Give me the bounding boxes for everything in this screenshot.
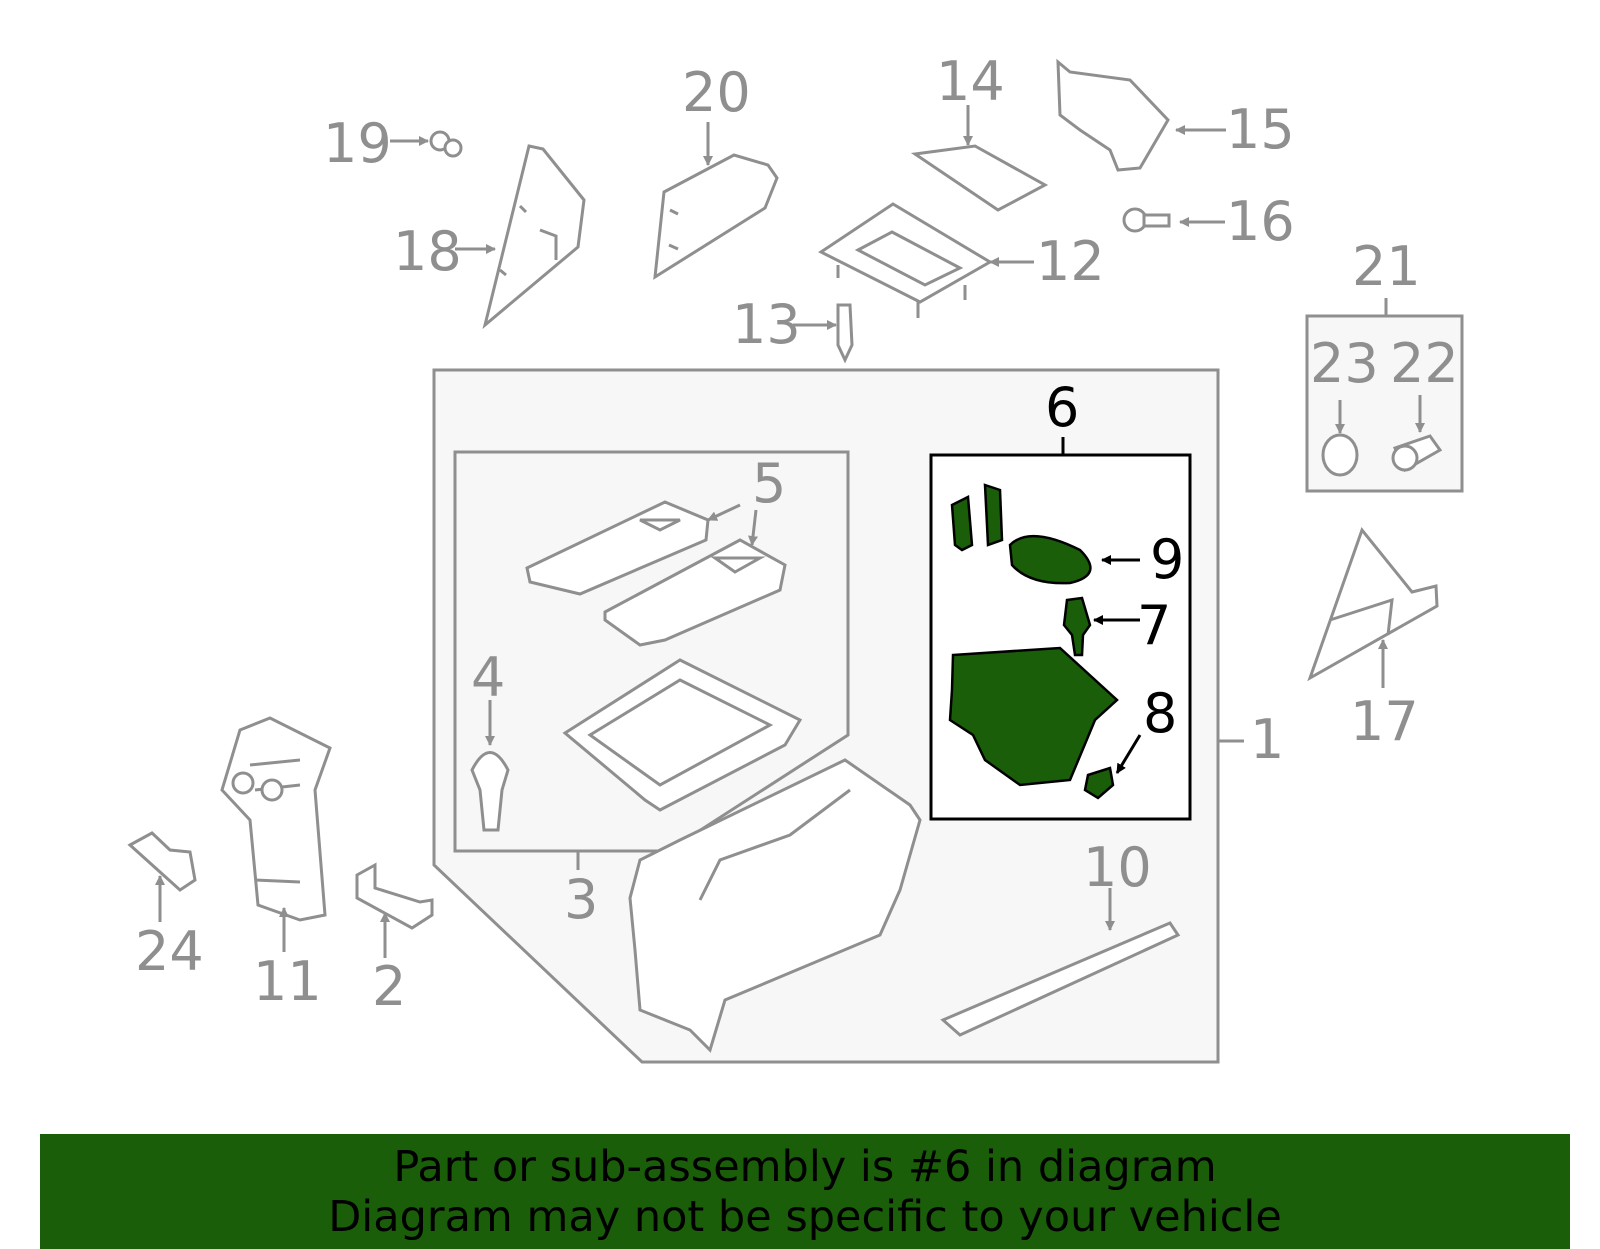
part-20-panel	[653, 153, 779, 280]
callout-5: 5	[752, 452, 786, 515]
part-24-clip	[127, 831, 197, 892]
part-15-bracket	[1056, 58, 1170, 172]
callout-3: 3	[564, 868, 598, 931]
part-7-knob	[1062, 596, 1092, 657]
part-18-panel	[482, 144, 586, 330]
part-2-bracket	[355, 862, 434, 930]
part-23-cap	[1321, 433, 1359, 477]
part-22-socket	[1391, 434, 1443, 473]
callout-17: 17	[1350, 690, 1419, 753]
banner-line-2: Diagram may not be specific to your vehi…	[328, 1191, 1282, 1242]
callout-10: 10	[1083, 836, 1152, 899]
callout-14: 14	[936, 50, 1005, 113]
part-3-frame	[562, 658, 803, 812]
callout-1: 1	[1250, 708, 1284, 771]
callout-11: 11	[253, 950, 322, 1013]
part-4-knob	[470, 751, 510, 832]
callout-13: 13	[732, 293, 801, 356]
part-9-mat	[1008, 534, 1092, 585]
callout-7: 7	[1137, 594, 1171, 657]
part-5-lids	[525, 500, 787, 647]
callout-6: 6	[1045, 376, 1079, 439]
callout-23: 23	[1310, 332, 1379, 395]
part-14-lid	[910, 144, 1049, 212]
part-17-panel	[1307, 526, 1439, 682]
part-13-pin	[836, 303, 854, 364]
part-16-bolt	[1122, 207, 1171, 233]
callout-12: 12	[1036, 230, 1105, 293]
callout-21: 21	[1352, 235, 1421, 298]
part-19-clip	[429, 130, 463, 158]
callout-19: 19	[323, 112, 392, 175]
callout-22: 22	[1390, 332, 1459, 395]
callout-4: 4	[471, 646, 505, 709]
callout-20: 20	[682, 61, 751, 124]
callout-8: 8	[1143, 682, 1177, 745]
callout-2: 2	[372, 955, 406, 1018]
info-banner: Part or sub-assembly is #6 in diagram Di…	[40, 1134, 1570, 1249]
banner-line-1: Part or sub-assembly is #6 in diagram	[393, 1141, 1217, 1192]
part-10-trim	[940, 921, 1181, 1037]
callout-16: 16	[1226, 190, 1295, 253]
callout-18: 18	[393, 220, 462, 283]
part-11-vent-panel	[220, 716, 332, 922]
part-12-tray	[818, 202, 993, 318]
part-6-cupholder	[948, 483, 1119, 800]
callout-24: 24	[135, 920, 204, 983]
callout-9: 9	[1150, 528, 1184, 591]
callout-15: 15	[1226, 98, 1295, 161]
part-3-console	[628, 758, 922, 1053]
